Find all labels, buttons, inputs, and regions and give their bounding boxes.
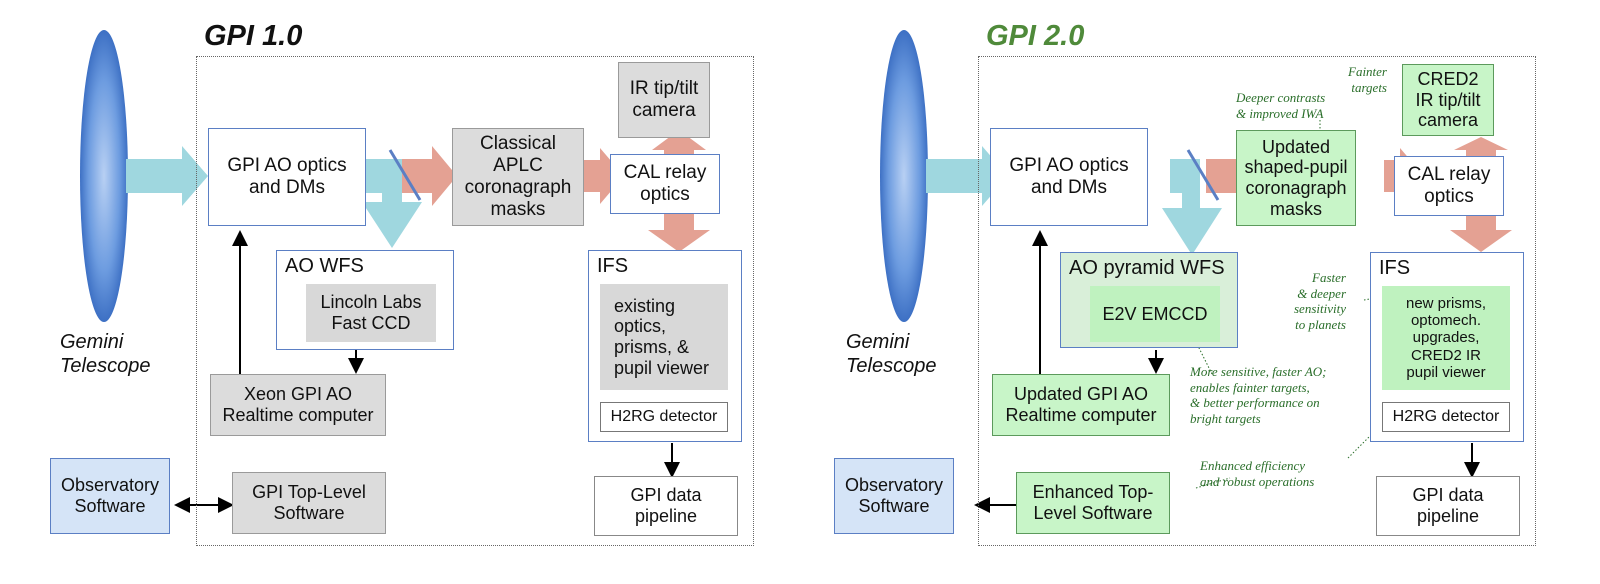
beam-arrow-wfs xyxy=(1162,159,1222,255)
telescope-label: Gemini Telescope xyxy=(60,331,151,377)
beam-arrow-cal xyxy=(584,148,624,204)
note-more-sensitive: More sensitive, faster AO; enables faint… xyxy=(1190,364,1327,426)
ifs-optics-box: existing optics, prisms, & pupil viewer xyxy=(600,284,728,390)
ao-wfs-label: AO pyramid WFS xyxy=(1069,257,1225,279)
right-graphics xyxy=(880,30,1512,513)
rtc-box: Updated GPI AO Realtime computer xyxy=(992,374,1170,436)
ifs-detector-box: H2RG detector xyxy=(1382,402,1510,432)
ifs-optics-box: new prisms, optomech. upgrades, CRED2 IR… xyxy=(1382,286,1510,390)
beam-arrow-ir xyxy=(1454,137,1508,158)
beam-arrow-wfs xyxy=(362,159,422,248)
top-level-software-box: GPI Top-Level Software xyxy=(232,472,386,534)
panel-title: GPI 1.0 xyxy=(204,20,303,52)
beam-arrow-ifs xyxy=(1450,214,1512,252)
telescope-mirror-icon xyxy=(80,30,128,322)
beam-arrow-in xyxy=(126,146,208,206)
panel-gpi-2: GPI 2.0 Gemini Telescope GPI AO optics a… xyxy=(800,0,1600,584)
telescope-mirror-icon xyxy=(880,30,928,322)
note-faster-deeper: Faster & deeper sensitivity to planets xyxy=(1294,270,1346,332)
ifs-label: IFS xyxy=(597,255,629,277)
ao-optics-box: GPI AO optics and DMs xyxy=(208,128,366,226)
rtc-box: Xeon GPI AO Realtime computer xyxy=(210,374,386,436)
coronagraph-box: Updated shaped-pupil coronagraph masks xyxy=(1236,130,1356,226)
wfs-detector-box: E2V EMCCD xyxy=(1090,286,1220,342)
note-fainter-targets: Fainter targets xyxy=(1348,64,1387,95)
pipeline-box: GPI data pipeline xyxy=(1376,476,1520,536)
ifs-label: IFS xyxy=(1379,257,1411,279)
telescope-label: Gemini Telescope xyxy=(846,331,937,377)
cal-relay-box: CAL relay optics xyxy=(610,154,720,214)
ao-optics-box: GPI AO optics and DMs xyxy=(990,128,1148,226)
ir-camera-box: IR tip/tilt camera xyxy=(618,62,710,138)
instrument-boundary xyxy=(978,56,1536,546)
beam-arrow-in xyxy=(926,146,1008,206)
beam-arrow-ir xyxy=(652,130,706,158)
beam-arrow-ifs xyxy=(648,214,710,252)
ao-wfs-label: AO WFS xyxy=(285,255,364,277)
top-level-software-box: Enhanced Top- Level Software xyxy=(1016,472,1170,534)
note-enhanced-efficiency: Enhanced efficiency and robust operation… xyxy=(1200,458,1315,489)
ir-camera-box: CRED2 IR tip/tilt camera xyxy=(1402,64,1494,136)
left-graphics xyxy=(80,30,710,513)
note-deeper-contrasts: Deeper contrasts & improved IWA xyxy=(1236,90,1326,121)
instrument-boundary xyxy=(196,56,754,546)
cal-relay-box: CAL relay optics xyxy=(1394,156,1504,216)
observatory-software-box: Observatory Software xyxy=(834,458,954,534)
pipeline-box: GPI data pipeline xyxy=(594,476,738,536)
ifs-detector-box: H2RG detector xyxy=(600,402,728,432)
panel-title: GPI 2.0 xyxy=(986,20,1085,52)
wfs-detector-box: Lincoln Labs Fast CCD xyxy=(306,284,436,342)
dichroic-mirror-icon xyxy=(1186,149,1220,201)
observatory-software-box: Observatory Software xyxy=(50,458,170,534)
dichroic-mirror-icon xyxy=(388,149,422,201)
panel-gpi-1: GPI 1.0 Gemini Telescope GPI AO optics a… xyxy=(50,20,754,546)
coronagraph-box: Classical APLC coronagraph masks xyxy=(452,128,584,226)
